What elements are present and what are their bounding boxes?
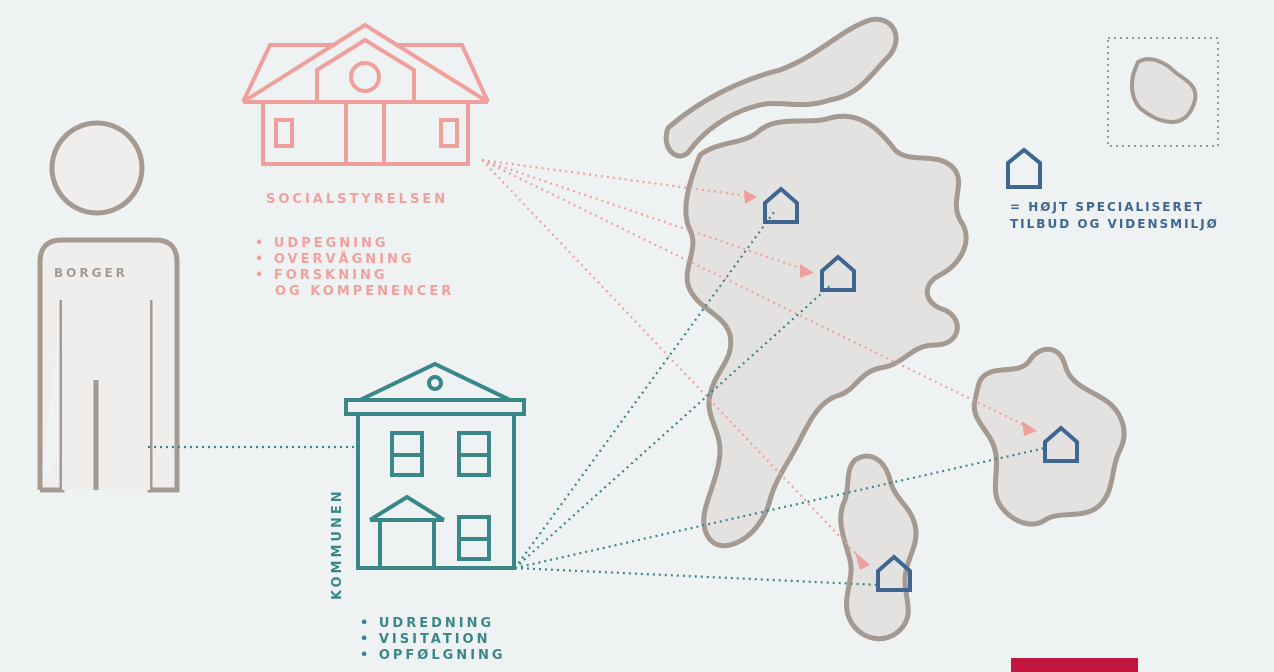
kommunen-task-list: UDREDNING VISITATION OPFØLGNING: [360, 616, 506, 664]
socialstyrelsen-task-list: UDPEGNING OVERVÅGNING FORSKNING: [255, 236, 415, 284]
list-item: UDREDNING: [360, 616, 506, 632]
list-item: VISITATION: [360, 632, 506, 648]
bornholm-inset: [1107, 37, 1219, 147]
socialstyrelsen-building-icon: [241, 22, 490, 166]
legend-line-2: TILBUD OG VIDENSMILJØ: [1010, 217, 1219, 231]
list-item: FORSKNING: [255, 268, 415, 284]
list-item: OPFØLGNING: [360, 648, 506, 664]
socialstyrelsen-label: SOCIALSTYRELSEN: [266, 192, 449, 207]
legend-line-1: = HØJT SPECIALISERET: [1010, 200, 1205, 214]
legend-house-icon: [1006, 147, 1042, 189]
socialstyrelsen-task-continuation: OG KOMPENENCER: [275, 284, 455, 299]
kommunen-label: KOMMUNEN: [330, 488, 345, 600]
person-icon: [37, 120, 180, 493]
kommunen-connections: [148, 211, 1046, 587]
house-marker-icon: [763, 186, 1079, 592]
socialstyrelsen-connections: [481, 158, 1031, 561]
list-item: UDPEGNING: [255, 236, 415, 252]
kommunen-building-icon: [344, 361, 526, 570]
socialstyrelsen-arrowheads: [744, 190, 1037, 570]
denmark-map: [663, 16, 1127, 642]
borger-label: BORGER: [54, 266, 128, 280]
accent-bar: [1011, 658, 1138, 672]
list-item: OVERVÅGNING: [255, 252, 415, 268]
